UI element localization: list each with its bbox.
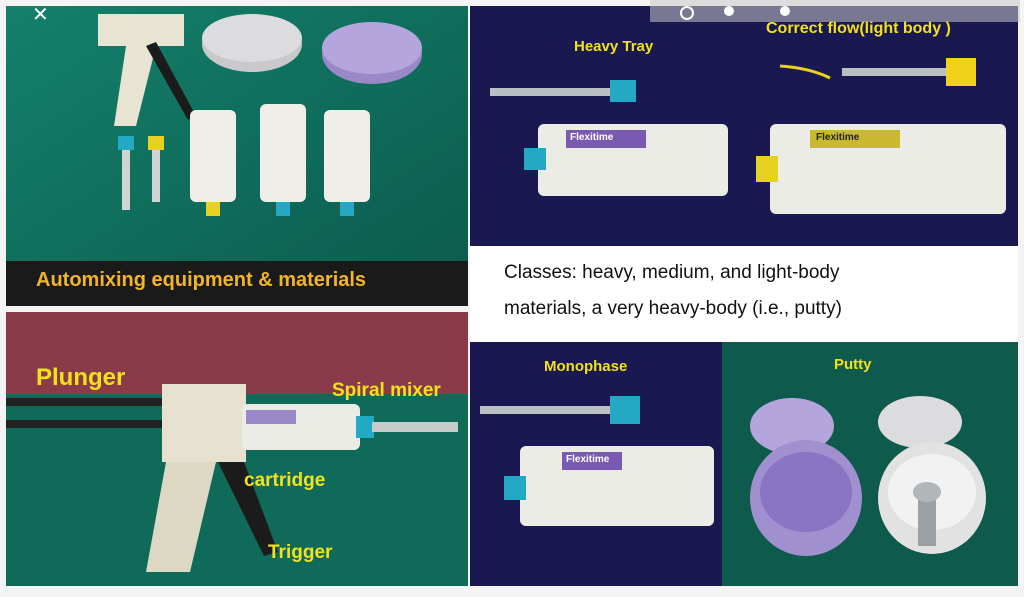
panel-monophase: Monophase Flexitime: [470, 342, 722, 586]
close-icon: ✕: [32, 2, 49, 26]
caption-automixing: Automixing equipment & materials: [36, 269, 367, 291]
panel-putty: Putty: [722, 342, 1018, 586]
classes-line-2: materials, a very heavy-body (i.e., putt…: [504, 298, 842, 319]
close-button[interactable]: ✕: [30, 2, 52, 26]
cartridges-photo: [470, 6, 1018, 246]
progress-dot[interactable]: [724, 6, 734, 16]
equipment-photo: [6, 6, 468, 306]
putty-photo: [722, 342, 1018, 586]
panel-classes-text: Classes: heavy, medium, and light-body m…: [470, 246, 1018, 342]
label-monophase: Monophase: [544, 358, 628, 375]
label-heavy-tray: Heavy Tray: [574, 38, 654, 55]
label-trigger: Trigger: [268, 542, 333, 563]
brand-right-cartridge: Flexitime: [816, 132, 860, 143]
label-correct-flow: Correct flow(light body ): [766, 20, 951, 37]
label-plunger: Plunger: [36, 364, 126, 391]
dispenser-photo: [6, 312, 468, 586]
brand-left-cartridge: Flexitime: [570, 132, 614, 143]
panel-heavy-tray-light-body: Heavy Tray Correct flow(light body ) Fle…: [470, 6, 1018, 246]
slideshow-progress: [650, 0, 1020, 22]
label-putty: Putty: [834, 356, 872, 373]
panel-dispenser-gun: Plunger Spiral mixer cartridge Trigger: [6, 312, 468, 586]
progress-dot[interactable]: [780, 6, 790, 16]
monophase-photo: [470, 342, 722, 586]
progress-dot[interactable]: [680, 6, 694, 20]
panel-automixing-equipment: Automixing equipment & materials: [6, 6, 468, 306]
classes-line-1: Classes: heavy, medium, and light-body: [504, 262, 840, 283]
brand-monophase-cartridge: Flexitime: [566, 454, 610, 465]
label-cartridge: cartridge: [244, 470, 326, 491]
label-spiral-mixer: Spiral mixer: [332, 380, 441, 401]
